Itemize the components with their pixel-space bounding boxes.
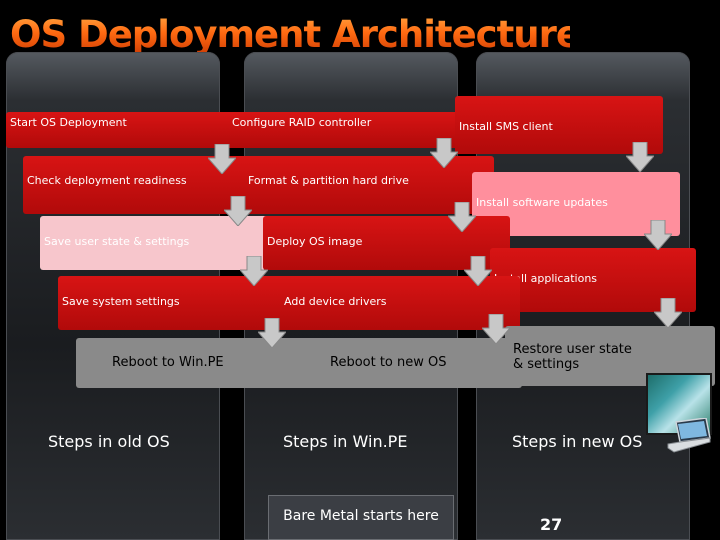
step-save-user-state: Save user state & settings — [40, 216, 284, 270]
step-reboot-winpe: Reboot to Win.PE — [76, 338, 318, 388]
arrow-down-icon — [224, 196, 252, 226]
step-add-device-drivers: Add device drivers — [280, 276, 520, 330]
laptop-icon — [666, 417, 712, 454]
step-install-sms-client: Install SMS client — [455, 96, 663, 154]
bare-metal-note: Bare Metal starts here — [268, 495, 454, 540]
arrow-down-icon — [258, 318, 286, 348]
arrow-down-icon — [448, 202, 476, 232]
column-label-winpe: Steps in Win.PE — [283, 432, 408, 451]
arrow-down-icon — [240, 256, 268, 286]
arrow-down-icon — [482, 314, 510, 344]
step-format-partition: Format & partition hard drive — [244, 156, 494, 214]
arrow-down-icon — [208, 144, 236, 174]
arrow-down-icon — [626, 142, 654, 172]
step-reboot-new-os: Reboot to new OS — [296, 338, 522, 388]
step-save-system-settings: Save system settings — [58, 276, 298, 330]
page-number: 27 — [540, 515, 563, 534]
step-deploy-os-image: Deploy OS image — [263, 216, 510, 270]
arrow-down-icon — [644, 220, 672, 250]
arrow-down-icon — [430, 138, 458, 168]
arrow-down-icon — [464, 256, 492, 286]
column-label-old-os: Steps in old OS — [48, 432, 170, 451]
column-label-new-os: Steps in new OS — [512, 432, 643, 451]
arrow-down-icon — [654, 298, 682, 328]
slide-title: OS Deployment Architecture — [10, 10, 581, 60]
step-start-os-deployment: Start OS Deployment — [6, 112, 246, 148]
